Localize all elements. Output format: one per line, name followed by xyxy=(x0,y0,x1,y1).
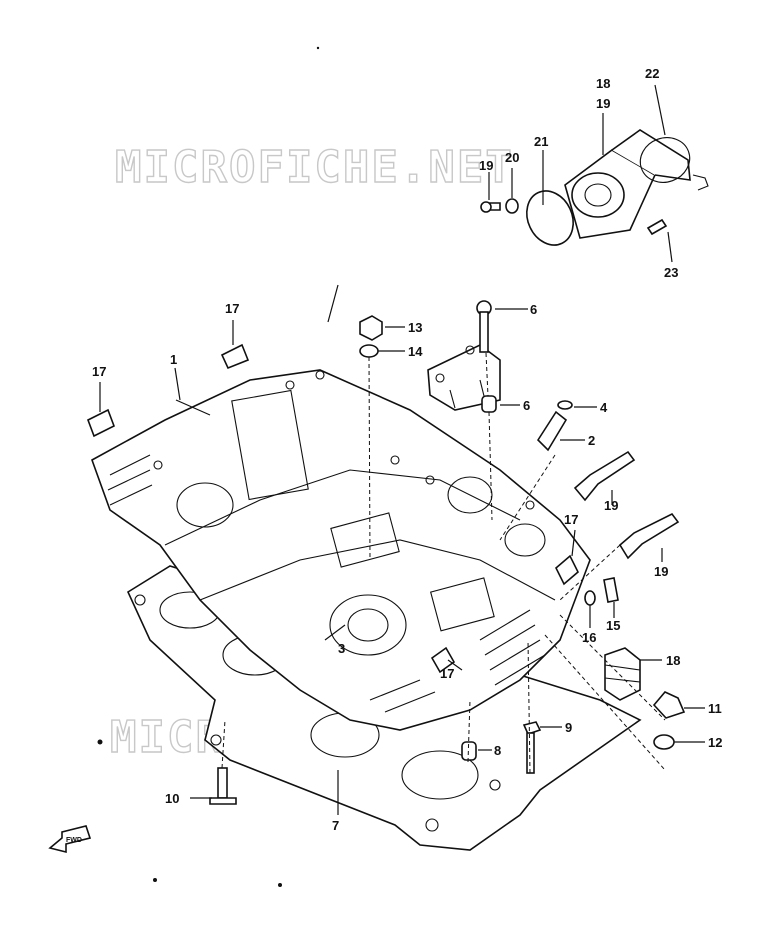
callout-19-lower: 19 xyxy=(654,564,668,579)
callout-14: 14 xyxy=(408,344,423,359)
leader-lines xyxy=(99,84,705,815)
cap-11 xyxy=(652,691,686,719)
o-ring-4 xyxy=(557,400,573,410)
bolt-5 xyxy=(476,300,492,353)
plug-18 xyxy=(604,647,641,701)
callout-11: 11 xyxy=(708,701,722,716)
callout-15: 15 xyxy=(606,618,620,633)
dowel-8 xyxy=(461,741,477,761)
bolt-9 xyxy=(522,721,542,774)
screw-15-washer-16 xyxy=(584,577,619,606)
bolt-10 xyxy=(209,767,237,805)
callout-labels: 18 19 22 21 20 19 23 6 13 14 6 4 2 17 17… xyxy=(92,66,722,833)
callout-23: 20 xyxy=(505,150,519,165)
callout-22: 19 xyxy=(479,158,493,173)
front-arrow-icon: FWD xyxy=(48,825,92,854)
scan-specks xyxy=(97,46,320,887)
dowel-6 xyxy=(481,395,497,413)
spark-plug-19 xyxy=(573,450,680,560)
callout-16: 16 xyxy=(582,630,596,645)
cap-17 xyxy=(86,343,579,674)
callout-12: 12 xyxy=(708,735,722,750)
callout-24: 21 xyxy=(534,134,548,149)
callout-25: 22 xyxy=(645,66,659,81)
callout-21: 19 xyxy=(596,96,610,111)
callout-19-upper: 19 xyxy=(604,498,618,513)
washer-12 xyxy=(653,734,675,750)
callout-5: 6 xyxy=(530,302,537,317)
callout-20: 18 xyxy=(596,76,610,91)
callout-7: 7 xyxy=(332,818,339,833)
intake-pipe-assembly xyxy=(480,129,709,246)
callout-17-top: 17 xyxy=(225,301,239,316)
callout-13: 13 xyxy=(408,320,422,335)
callout-1: 1 xyxy=(170,352,177,367)
callout-17-right: 17 xyxy=(564,512,578,527)
callout-10: 10 xyxy=(165,791,179,806)
callout-18: 18 xyxy=(666,653,680,668)
cylinder-head xyxy=(91,369,591,731)
callout-3: 3 xyxy=(338,641,345,656)
callout-6: 6 xyxy=(523,398,530,413)
callout-17-center: 17 xyxy=(440,666,454,681)
tappet-2 xyxy=(536,410,568,452)
callout-26: 23 xyxy=(664,265,678,280)
callout-9: 9 xyxy=(565,720,572,735)
callout-17-left: 17 xyxy=(92,364,106,379)
callout-2: 2 xyxy=(588,433,595,448)
callout-8: 8 xyxy=(494,743,501,758)
watermark-top: MICROFICHE.NET xyxy=(115,142,514,193)
callout-4: 4 xyxy=(600,400,608,415)
front-marker-text: FWD xyxy=(66,837,82,844)
